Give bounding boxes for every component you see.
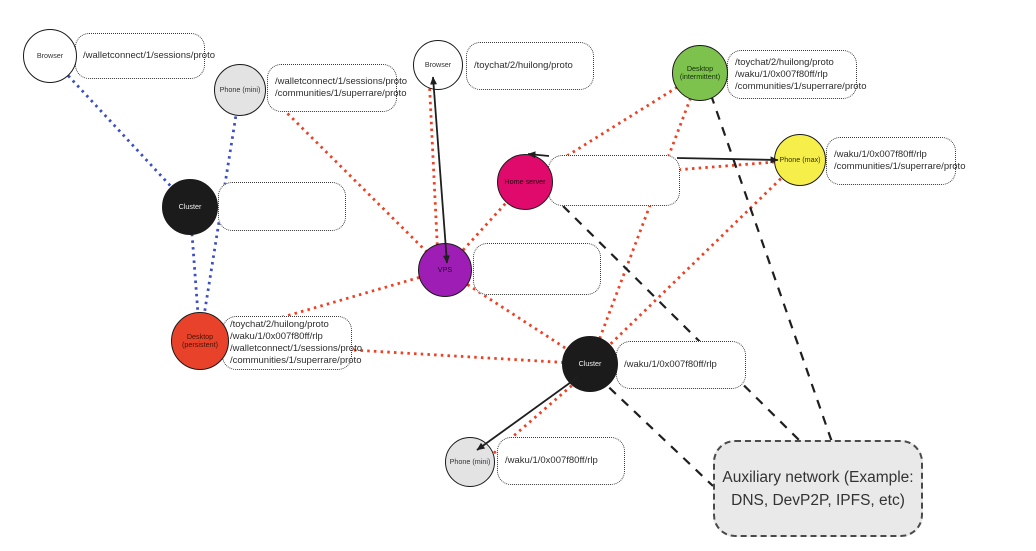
node-label: Browser <box>36 50 64 60</box>
node-phone-max: Phone (max) <box>774 134 826 186</box>
node-label: Phone (mini) <box>449 456 491 466</box>
protocol-text: /walletconnect/1/sessions/proto <box>83 50 216 61</box>
node-desktop-persistent: Desktop(persistent) <box>171 312 229 370</box>
protocol-text: /toychat/2/huilong/proto <box>474 60 573 71</box>
protocol-text: /waku/1/0x007f80ff/rlp <box>624 359 717 370</box>
node-browser-1: Browser <box>23 29 77 83</box>
node-vps: VPS <box>418 243 472 297</box>
node-label: Home server <box>504 176 546 186</box>
node-phone-mini-2: Phone (mini) <box>445 437 495 487</box>
label-box-browser-1-protocols: /walletconnect/1/sessions/proto <box>75 33 216 79</box>
arrow-2 <box>676 156 779 164</box>
label-box-phone-mini-1-protocols: /walletconnect/1/sessions/proto/communit… <box>267 64 408 112</box>
label-box-phone-mini-2-protocols: /waku/1/0x007f80ff/rlp <box>497 437 625 485</box>
node-browser-2: Browser <box>413 40 463 90</box>
label-box-desktop-persistent-protocols: /toychat/2/huilong/proto/waku/1/0x007f80… <box>222 316 363 370</box>
protocol-text: /toychat/2/huilong/proto <box>230 319 329 330</box>
protocol-text: /communities/1/superrare/proto <box>735 80 867 92</box>
auxiliary-network-text-line2: DNS, DevP2P, IPFS, etc) <box>731 491 905 509</box>
node-cluster-1: Cluster <box>162 179 218 235</box>
node-label: Browser <box>424 59 452 69</box>
node-label: VPS <box>437 264 453 274</box>
label-box-cluster-2-protocols: /waku/1/0x007f80ff/rlp <box>616 341 746 389</box>
node-label: Cluster <box>578 358 602 368</box>
node-desktop-intermittent: Desktop(intermittent) <box>672 45 728 101</box>
protocol-text: /waku/1/0x007f80ff/rlp <box>230 331 323 342</box>
edge-red-4 <box>427 74 440 261</box>
node-phone-mini-1: Phone (mini) <box>214 64 266 116</box>
protocol-text: /waku/1/0x007f80ff/rlp <box>834 149 927 160</box>
node-label: (intermittent) <box>679 72 721 81</box>
node-label: Phone (max) <box>779 154 821 164</box>
label-box-desktop-intermittent-protocols: /toychat/2/huilong/proto/waku/1/0x007f80… <box>727 50 867 99</box>
protocol-text: /communities/1/superrare/proto <box>275 88 407 99</box>
protocol-text: /walletconnect/1/sessions/proto <box>275 76 408 87</box>
edge-dash-15 <box>562 205 801 442</box>
node-home-server: Home server <box>497 154 553 210</box>
node-label: Phone (mini) <box>219 84 261 94</box>
protocol-text: /waku/1/0x007f80ff/rlp <box>505 455 598 466</box>
label-box-home-server-protocols <box>548 155 680 206</box>
label-box-vps-protocols <box>473 243 601 295</box>
label-box-cluster-1-protocols <box>218 182 346 231</box>
protocol-text: /waku/1/0x007f80ff/rlp <box>735 68 828 80</box>
label-box-phone-max-protocols: /waku/1/0x007f80ff/rlp/communities/1/sup… <box>826 137 966 185</box>
node-label: Cluster <box>178 201 202 211</box>
protocol-text: /communities/1/superrare/proto <box>230 355 362 366</box>
label-box-browser-2-protocols: /toychat/2/huilong/proto <box>466 42 594 90</box>
protocol-text: /communities/1/superrare/proto <box>834 161 966 172</box>
node-label: Desktop <box>686 63 714 73</box>
auxiliary-network-box: Auxiliary network (Example: DNS, DevP2P,… <box>713 440 923 537</box>
auxiliary-network-text-line1: Auxiliary network (Example: <box>722 468 914 486</box>
edge-red-10 <box>588 72 702 365</box>
protocol-text: /toychat/2/huilong/proto <box>735 56 834 68</box>
arrow-0 <box>430 76 450 264</box>
node-cluster-2: Cluster <box>562 336 618 392</box>
node-label: (persistent) <box>182 340 218 349</box>
protocol-text: /walletconnect/1/sessions/proto <box>230 343 363 354</box>
